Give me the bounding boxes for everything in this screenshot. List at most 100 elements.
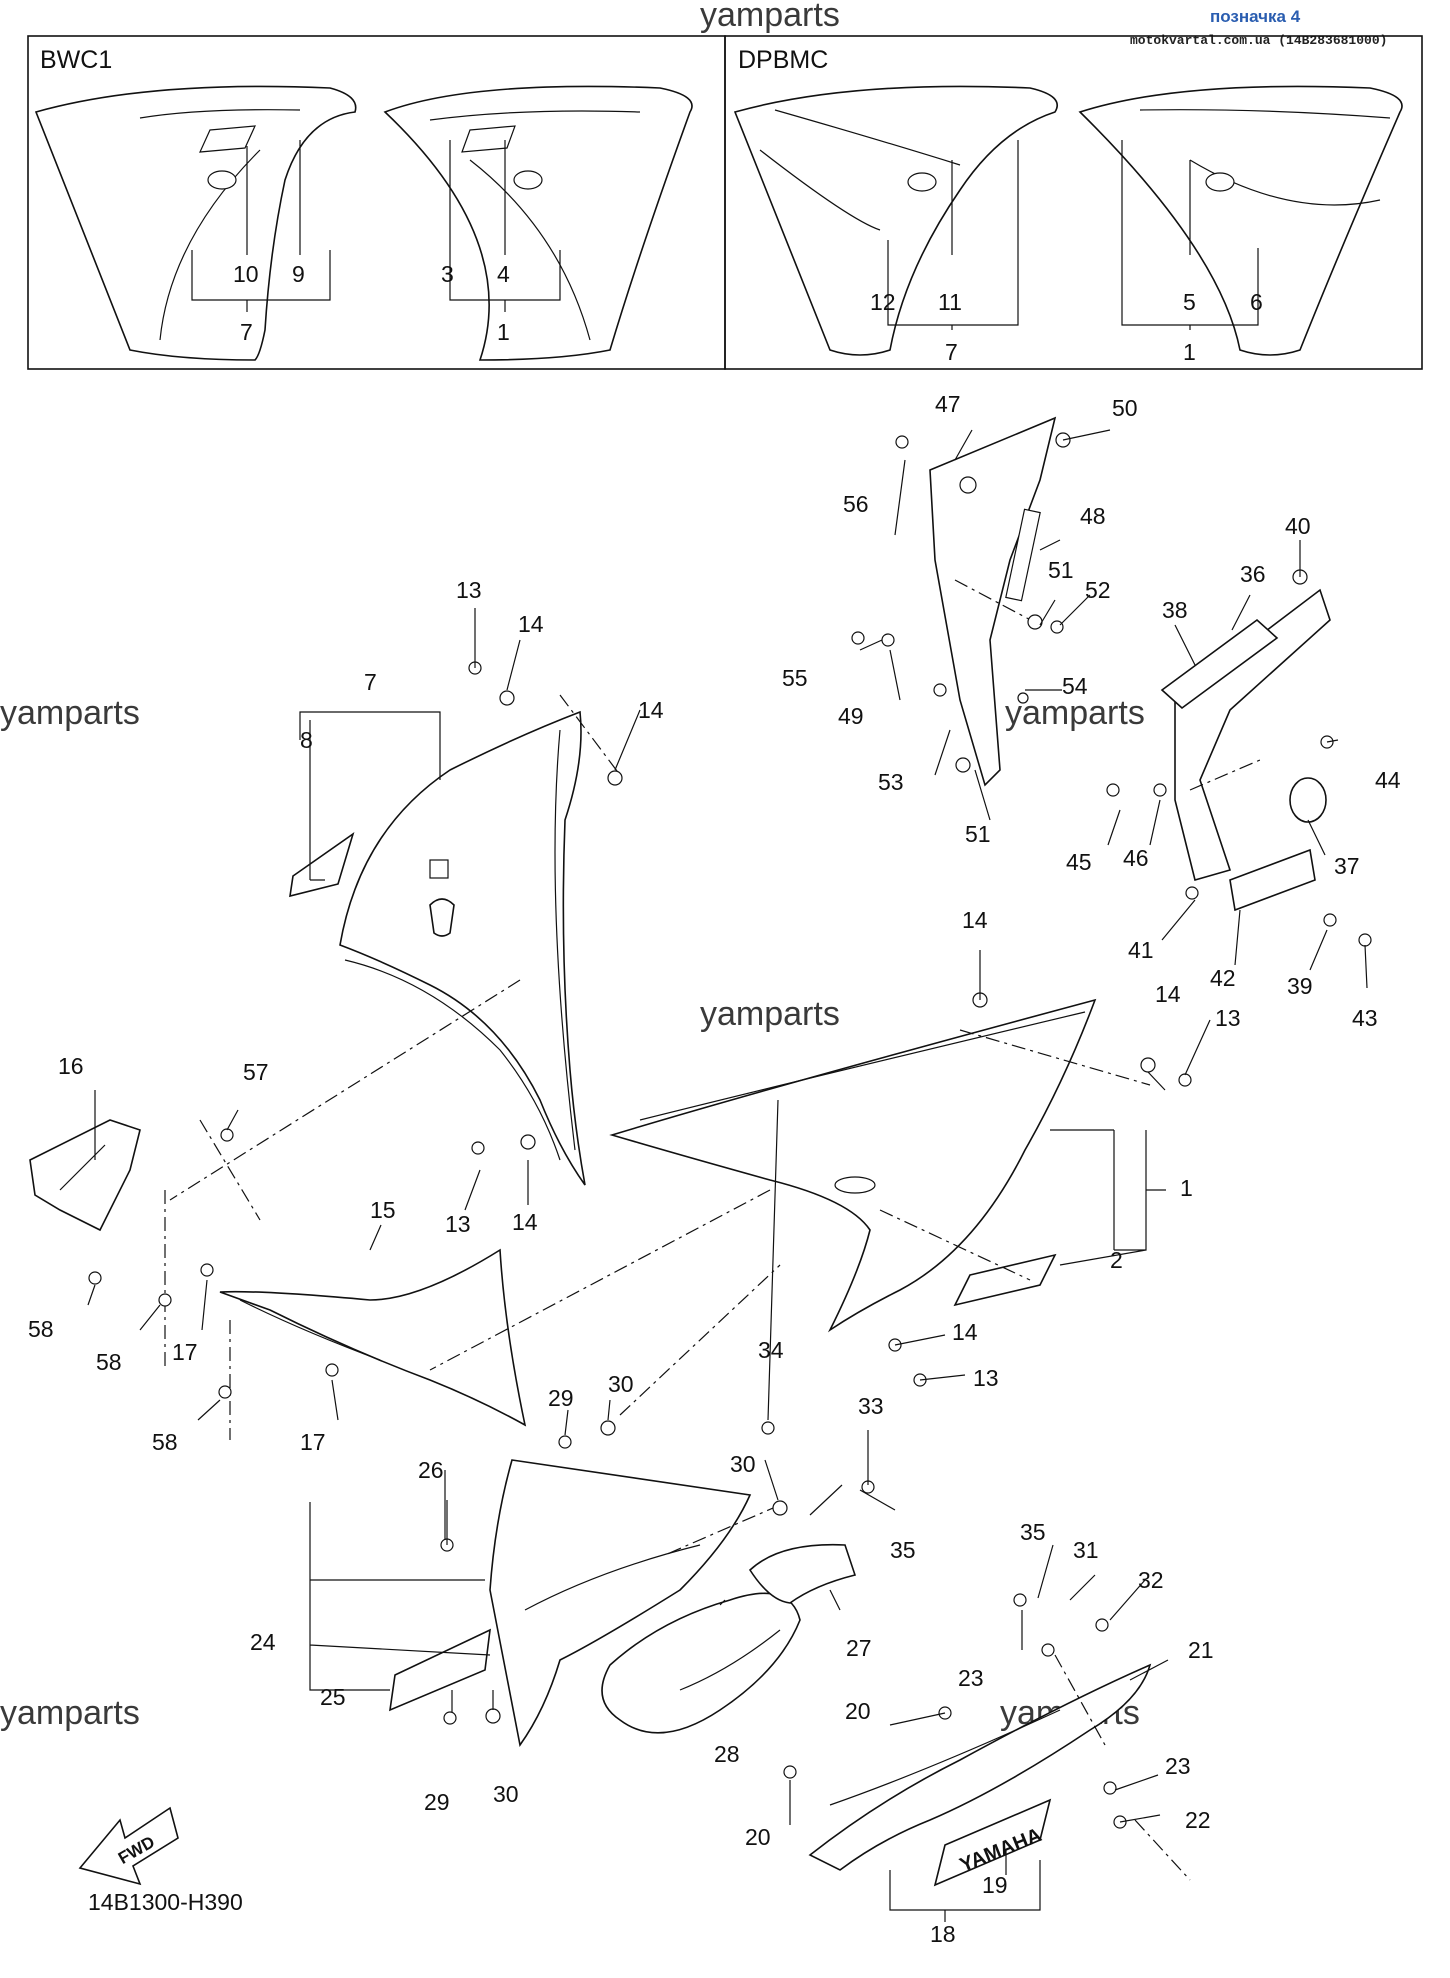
- callout-54: 54: [1062, 673, 1088, 699]
- lower-cowl: [389, 1459, 752, 1747]
- callout-23a: 23: [958, 1665, 984, 1691]
- callout-52: 52: [1085, 577, 1111, 603]
- callout-14c: 14: [512, 1209, 538, 1235]
- callout-51a: 51: [1048, 557, 1074, 583]
- label-dpbmc-11: 11: [938, 289, 962, 315]
- label-bwc1-4: 4: [497, 261, 510, 287]
- callout-49: 49: [838, 703, 864, 729]
- callout-39: 39: [1287, 973, 1313, 999]
- pad-small: [748, 1543, 857, 1604]
- callout-24: 24: [250, 1629, 276, 1655]
- callout-14b: 14: [638, 697, 664, 723]
- callout-40: 40: [1285, 513, 1311, 539]
- callout-51b: 51: [965, 821, 991, 847]
- callout-33: 33: [858, 1393, 884, 1419]
- callout-7: 7: [364, 669, 377, 695]
- variant-code: DPBMC: [738, 46, 828, 74]
- watermark-top: yamparts: [700, 0, 840, 34]
- callout-13b: 13: [445, 1211, 471, 1237]
- callout-48: 48: [1080, 503, 1106, 529]
- callout-21: 21: [1188, 1637, 1214, 1663]
- callout-16: 16: [58, 1053, 84, 1079]
- callout-13c: 13: [1215, 1005, 1241, 1031]
- callout-37: 37: [1334, 853, 1360, 879]
- callout-19: 19: [982, 1872, 1008, 1898]
- label-dpbmc-7: 7: [945, 339, 958, 365]
- label-bwc1-9: 9: [292, 261, 305, 287]
- callout-14d: 14: [962, 907, 988, 933]
- callout-2: 2: [1110, 1247, 1123, 1273]
- callout-30c: 30: [493, 1781, 519, 1807]
- callout-34: 34: [758, 1337, 784, 1363]
- callout-43: 43: [1352, 1005, 1378, 1031]
- callout-30b: 30: [730, 1451, 756, 1477]
- callout-29a: 29: [548, 1385, 574, 1411]
- callout-35a: 35: [890, 1537, 916, 1563]
- bracket-right-upper: [1160, 588, 1331, 912]
- callout-22: 22: [1185, 1807, 1211, 1833]
- callout-41: 41: [1128, 937, 1154, 963]
- callout-17b: 17: [300, 1429, 326, 1455]
- label-bwc1-10: 10: [233, 261, 259, 287]
- variant-code: BWC1: [40, 46, 112, 74]
- callout-45: 45: [1066, 849, 1092, 875]
- callout-labels: 1 2 7 8 13 14 14 13 14 14 14 13 14 13 15…: [28, 391, 1401, 1947]
- label-bwc1-1: 1: [497, 319, 510, 345]
- callout-28: 28: [714, 1741, 740, 1767]
- callout-14a: 14: [518, 611, 544, 637]
- diagram-code: 14B1300-H390: [88, 1889, 243, 1915]
- callout-32: 32: [1138, 1567, 1164, 1593]
- side-cowling-right: [609, 998, 1097, 1333]
- callout-38: 38: [1162, 597, 1188, 623]
- callout-29b: 29: [424, 1789, 450, 1815]
- side-cowling-left: [289, 710, 586, 1186]
- callout-36: 36: [1240, 561, 1266, 587]
- callout-14f: 14: [952, 1319, 978, 1345]
- bracket-left: [29, 1119, 141, 1232]
- variant-box-dpbmc: DPBMC 12 11 7 5 6 1: [724, 35, 1423, 370]
- watermark-right: yamparts: [1005, 694, 1145, 732]
- callout-50: 50: [1112, 395, 1138, 421]
- callout-1: 1: [1180, 1175, 1193, 1201]
- pad: [601, 1592, 801, 1734]
- callout-25: 25: [320, 1684, 346, 1710]
- tag-title: позначка 4: [1210, 7, 1301, 26]
- variant-box-bwc1: BWC1 10 9 7 3 4 1: [27, 35, 726, 370]
- callout-27: 27: [846, 1635, 872, 1661]
- callout-15: 15: [370, 1197, 396, 1223]
- callout-23b: 23: [1165, 1753, 1191, 1779]
- callout-46: 46: [1123, 845, 1149, 871]
- callout-53: 53: [878, 769, 904, 795]
- label-dpbmc-5: 5: [1183, 289, 1196, 315]
- callout-30a: 30: [608, 1371, 634, 1397]
- label-bwc1-3: 3: [441, 261, 454, 287]
- callout-35b: 35: [1020, 1519, 1046, 1545]
- callout-13d: 13: [973, 1365, 999, 1391]
- callout-57: 57: [243, 1059, 269, 1085]
- inner-panel: [219, 1248, 527, 1427]
- callout-55: 55: [782, 665, 808, 691]
- callout-47: 47: [935, 391, 961, 417]
- callout-14e: 14: [1155, 981, 1181, 1007]
- label-dpbmc-1: 1: [1183, 339, 1196, 365]
- callout-58b: 58: [96, 1349, 122, 1375]
- callout-58a: 58: [28, 1316, 54, 1342]
- callout-42: 42: [1210, 965, 1236, 991]
- callout-58c: 58: [152, 1429, 178, 1455]
- callout-56: 56: [843, 491, 869, 517]
- stay-47: [929, 416, 1057, 787]
- callout-8: 8: [300, 727, 313, 753]
- callout-13a: 13: [456, 577, 482, 603]
- watermark-left-2: yamparts: [0, 1694, 140, 1732]
- callout-17a: 17: [172, 1339, 198, 1365]
- fwd-arrow-icon: FWD: [78, 1806, 179, 1886]
- label-bwc1-7: 7: [240, 319, 253, 345]
- watermark-left-1: yamparts: [0, 694, 140, 732]
- label-dpbmc-12: 12: [870, 289, 896, 315]
- callout-20b: 20: [745, 1824, 771, 1850]
- callout-20a: 20: [845, 1698, 871, 1724]
- callout-44: 44: [1375, 767, 1401, 793]
- callout-26: 26: [418, 1457, 444, 1483]
- watermark-center: yamparts: [700, 995, 840, 1033]
